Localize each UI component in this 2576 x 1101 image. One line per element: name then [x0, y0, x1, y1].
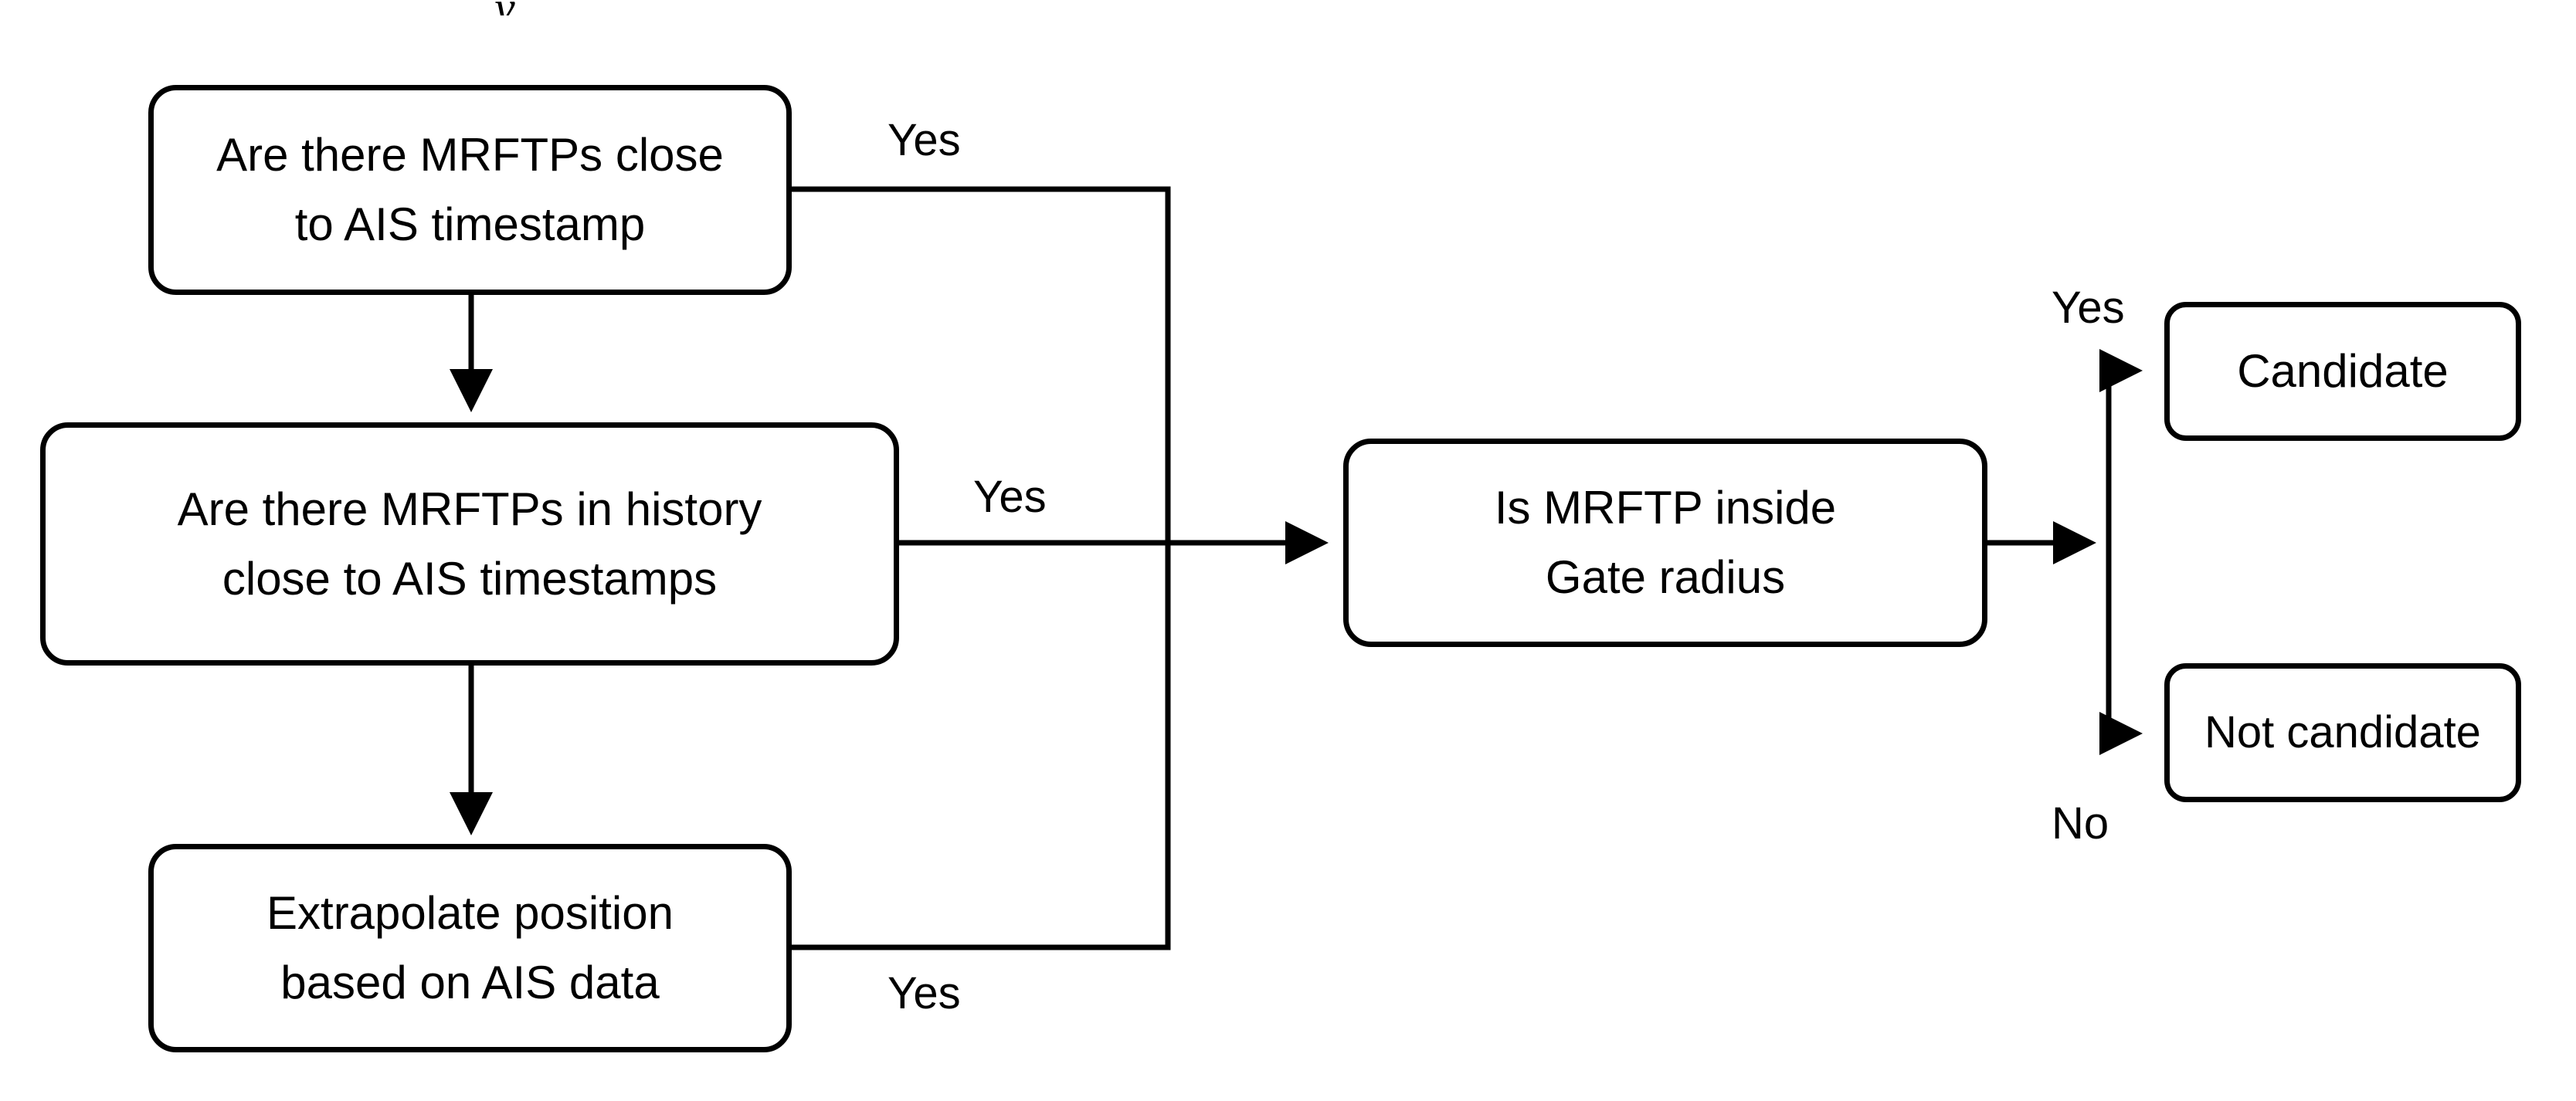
gate-check-line1: Is MRFTP inside: [1494, 482, 1837, 534]
connector-step1-yes: [792, 186, 1171, 950]
outcome-candidate-box: Candidate: [2164, 302, 2521, 441]
arrow-to-candidate: [2099, 349, 2143, 543]
cropped-caption-glyph: y: [494, 0, 530, 15]
step-extrapolate-box: Extrapolate position based on AIS data: [148, 844, 792, 1052]
arrow-to-not-candidate: [2099, 543, 2143, 755]
step-extrapolate-line1: Extrapolate position: [266, 887, 674, 939]
edge-label-yes-top: Yes: [888, 115, 961, 165]
gate-check-box: Is MRFTP inside Gate radius: [1343, 439, 1987, 647]
step-extrapolate-line2: based on AIS data: [280, 957, 660, 1008]
step-close-to-timestamp-line2: to AIS timestamp: [294, 198, 646, 250]
outcome-not-candidate-label: Not candidate: [2204, 707, 2481, 757]
step-close-to-timestamp-line1: Are there MRFTPs close: [216, 129, 724, 181]
step-history-line1: Are there MRFTPs in history: [177, 483, 762, 535]
outcome-not-candidate-box: Not candidate: [2164, 663, 2521, 802]
gate-check-line2: Gate radius: [1545, 551, 1786, 603]
step-history-line2: close to AIS timestamps: [222, 552, 718, 605]
step-history-box: Are there MRFTPs in history close to AIS…: [40, 422, 899, 666]
outcome-candidate-label: Candidate: [2237, 345, 2449, 397]
step-close-to-timestamp-box: Are there MRFTPs close to AIS timestamp: [148, 85, 792, 295]
edge-label-yes-bottom: Yes: [888, 968, 961, 1018]
edge-label-yes-candidate: Yes: [2052, 283, 2125, 333]
edge-label-no-not-candidate: No: [2052, 798, 2109, 849]
edge-label-yes-middle: Yes: [973, 472, 1047, 522]
